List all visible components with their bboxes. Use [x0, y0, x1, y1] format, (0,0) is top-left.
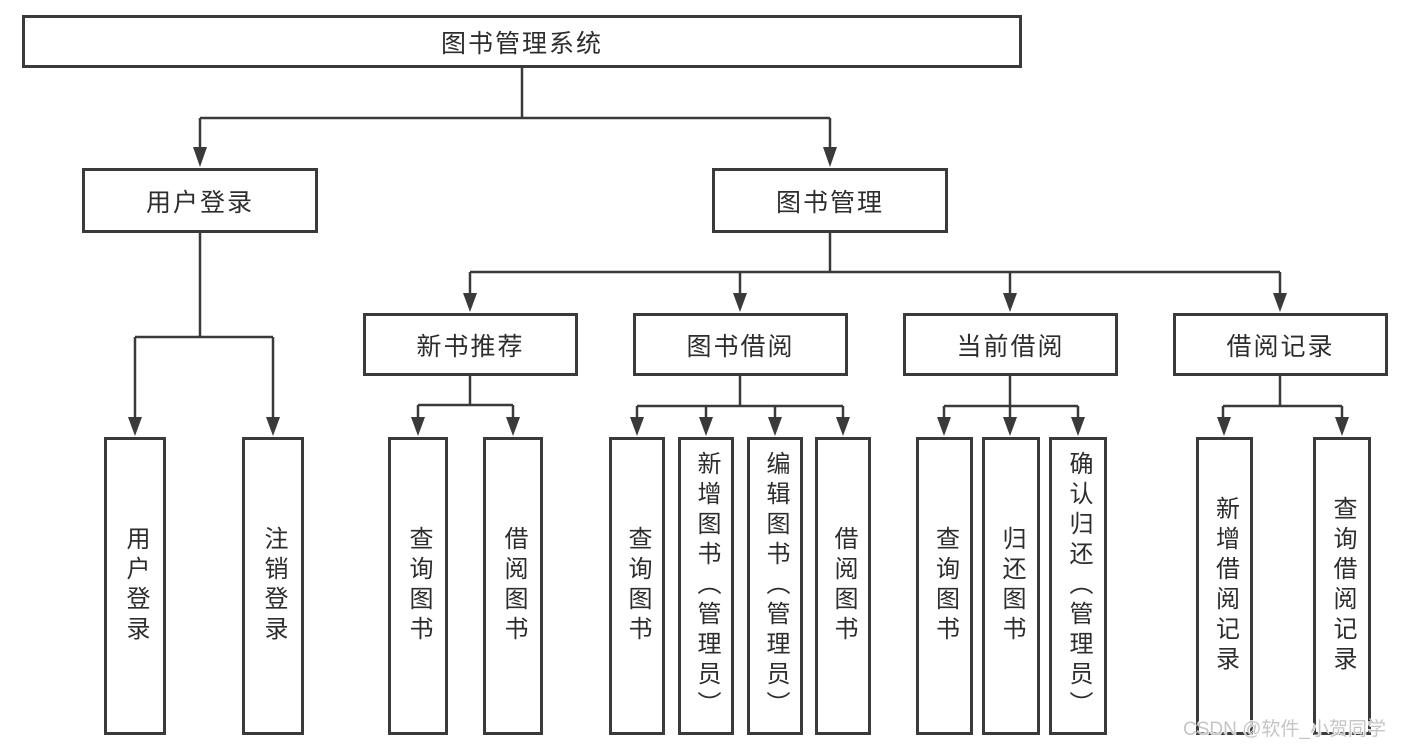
- book-management-label: 图书管理: [775, 188, 884, 217]
- user-login-label: 用户登录: [145, 188, 254, 217]
- leaf-user-login-label: 用户登录: [122, 526, 149, 646]
- node-current-borrowing: 当前借阅: [903, 313, 1118, 376]
- leaf-confirm-return-admin: 确认归还（管理员）: [1049, 437, 1107, 735]
- leaf-edit-book-admin-label: 编辑图书（管理员）: [762, 451, 789, 721]
- new-book-recommend-label: 新书推荐: [416, 332, 525, 361]
- leaf-logout: 注销登录: [242, 437, 304, 735]
- leaf-return-book-label: 归还图书: [998, 526, 1025, 646]
- leaf-query-books-borrowing-label: 查询图书: [624, 526, 651, 646]
- current-borrowing-label: 当前借阅: [956, 332, 1065, 361]
- leaf-query-books-borrowing: 查询图书: [609, 437, 665, 735]
- leaf-user-login: 用户登录: [104, 437, 166, 735]
- leaf-query-books-current-label: 查询图书: [931, 526, 959, 646]
- root-label: 图书管理系统: [440, 29, 603, 58]
- leaf-query-books-recommend: 查询图书: [388, 437, 448, 735]
- leaf-logout-label: 注销登录: [260, 526, 287, 646]
- node-borrowing-records: 借阅记录: [1173, 313, 1388, 376]
- leaf-borrow-books-borrowing: 借阅图书: [815, 437, 871, 735]
- node-book-borrowing: 图书借阅: [633, 313, 848, 376]
- leaf-query-borrow-record: 查询借阅记录: [1313, 437, 1371, 735]
- leaf-add-book-admin: 新增图书（管理员）: [678, 437, 734, 735]
- leaf-query-books-recommend-label: 查询图书: [405, 526, 432, 646]
- csdn-watermark: CSDN @软件_小贺同学: [1183, 719, 1386, 740]
- leaf-confirm-return-admin-label: 确认归还（管理员）: [1065, 451, 1092, 721]
- leaf-query-borrow-record-label: 查询借阅记录: [1329, 496, 1356, 676]
- leaf-add-borrow-record-label: 新增借阅记录: [1211, 496, 1239, 676]
- node-user-login: 用户登录: [82, 168, 318, 233]
- leaf-borrow-books-recommend-label: 借阅图书: [500, 526, 527, 646]
- node-root-system: 图书管理系统: [22, 15, 1022, 68]
- borrowing-records-label: 借阅记录: [1226, 332, 1335, 361]
- leaf-edit-book-admin: 编辑图书（管理员）: [747, 437, 803, 735]
- leaf-add-book-admin-label: 新增图书（管理员）: [693, 451, 720, 721]
- book-borrowing-label: 图书借阅: [686, 332, 795, 361]
- leaf-query-books-current: 查询图书: [916, 437, 973, 735]
- leaf-borrow-books-borrowing-label: 借阅图书: [830, 526, 857, 646]
- leaf-add-borrow-record: 新增借阅记录: [1196, 437, 1253, 735]
- leaf-return-book: 归还图书: [982, 437, 1040, 735]
- node-new-book-recommend: 新书推荐: [363, 313, 578, 376]
- node-book-management: 图书管理: [712, 168, 948, 233]
- leaf-borrow-books-recommend: 借阅图书: [483, 437, 543, 735]
